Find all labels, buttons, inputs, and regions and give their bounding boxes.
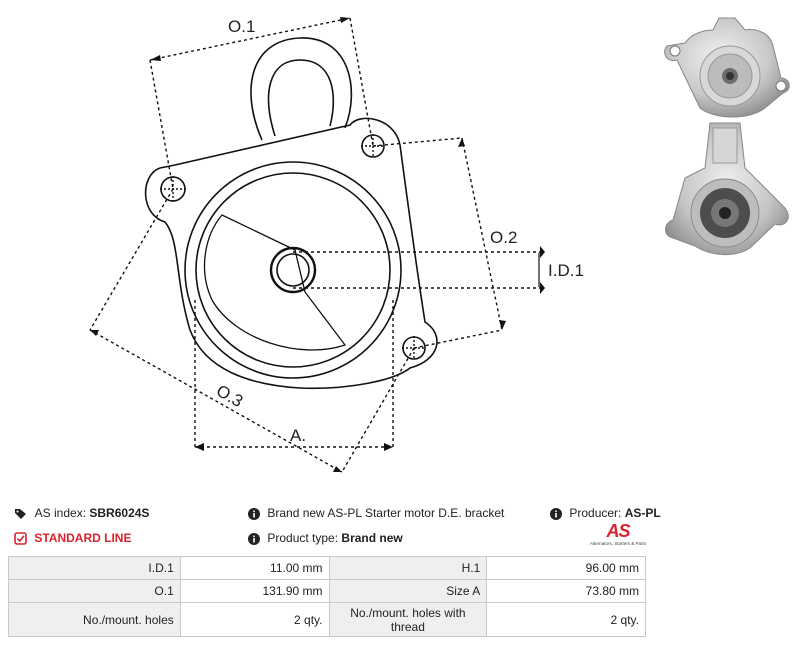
label-o1: O.1 [228,17,255,36]
spec-label: No./mount. holes with thread [328,602,488,637]
info-circle-icon [248,507,260,520]
check-square-icon [14,532,27,546]
spec-label: H.1 [328,556,488,580]
spec-label: O.1 [8,579,181,603]
outer-circle [184,161,402,379]
as-index-value[interactable]: SBR6024S [89,506,150,520]
label-o2: O.2 [490,228,517,247]
as-index: AS index: SBR6024S [14,506,149,520]
product-photo-front[interactable] [655,8,795,123]
description-text: Brand new AS-PL Starter motor D.E. brack… [267,506,505,520]
bracket-outline [144,117,438,390]
spec-value: 96.00 mm [486,556,646,580]
info-circle-icon [550,507,562,520]
producer-label: Producer: [569,506,622,520]
spec-value: 131.90 mm [179,579,330,603]
table-row: I.D.1 11.00 mm H.1 96.00 mm [8,556,646,580]
spec-label: Size A [328,579,488,603]
tags-icon [15,508,26,519]
specs-table: I.D.1 11.00 mm H.1 96.00 mm O.1 131.90 m… [8,556,646,637]
producer-value: AS-PL [624,506,661,520]
table-row: O.1 131.90 mm Size A 73.80 mm [8,579,646,603]
table-row: No./mount. holes 2 qty. No./mount. holes… [8,602,646,637]
producer: Producer: AS-PL [550,506,661,520]
spec-value: 11.00 mm [179,556,330,580]
product-type-value: Brand new [341,531,403,545]
product-photo-back[interactable] [655,118,795,258]
shaft-hole [269,246,317,294]
spec-value: 2 qty. [486,602,646,637]
spec-label: I.D.1 [8,556,181,580]
standard-line-label: STANDARD LINE [34,531,132,545]
label-o3: O.3 [213,381,246,411]
spec-value: 73.80 mm [486,579,646,603]
logo-subtext: Alternators, Starters & Parts [589,541,647,546]
label-a: A. [290,426,306,445]
product-line: STANDARD LINE [14,531,132,546]
product-type-label: Product type: [267,531,339,545]
as-pl-logo: AS Alternators, Starters & Parts [586,522,650,546]
bracket-eye [250,37,353,141]
technical-drawing: O.1 O.2 I.D.1 O.3 A. [89,17,584,473]
inner-circle [195,172,391,368]
logo-mark: AS [606,521,630,541]
spec-label: No./mount. holes [8,602,181,637]
product-description: Brand new AS-PL Starter motor D.E. brack… [248,506,504,520]
window-cutout [203,214,347,351]
product-type: Product type: Brand new [248,531,403,545]
shaft-hole-inner [276,253,310,287]
label-id1: I.D.1 [548,261,584,280]
info-circle-icon [248,532,260,545]
bracket-eye-inner [267,59,335,137]
spec-value: 2 qty. [179,602,330,637]
as-index-label: AS index: [34,506,87,520]
